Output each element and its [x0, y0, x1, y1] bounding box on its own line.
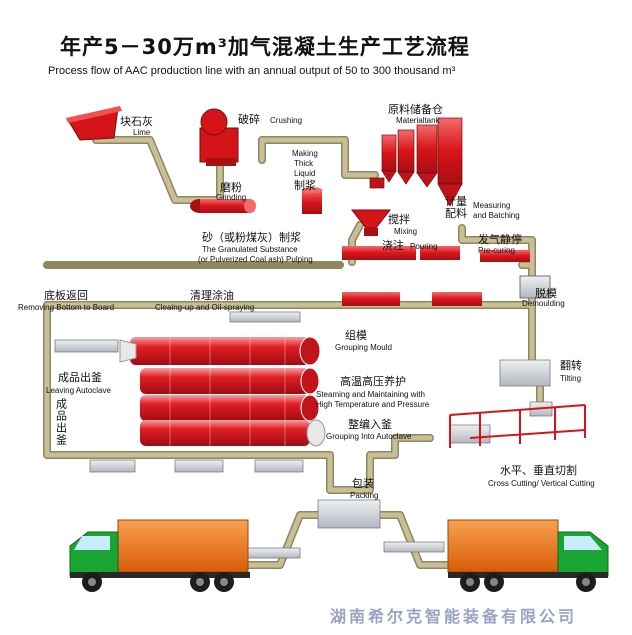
label-measuring-en1: Measuring	[473, 201, 511, 210]
page-title: 年产5－30万m³加气混凝土生产工艺流程	[60, 35, 470, 59]
label-steaming-cn: 高温高压养护	[340, 375, 406, 388]
autoclaves	[119, 336, 326, 447]
label-mixing-en: Mixing	[394, 227, 418, 236]
label-tilting-cn: 翻转	[560, 359, 582, 372]
label-precuring-cn: 发气静停	[478, 233, 522, 246]
label-cutting-en: Cross Cutting/ Vertical Cutting	[488, 479, 595, 488]
label-leaving-vertical: 成品出釜	[54, 398, 68, 446]
pouring-moulds	[342, 246, 530, 306]
label-demoulding-cn: 脱模	[535, 287, 557, 300]
label-mixing-cn: 搅拌	[388, 213, 410, 226]
label-packing-cn: 包装	[352, 477, 374, 490]
label-liquid: Liquid	[294, 169, 316, 178]
label-pouring-cn: 浇注	[382, 239, 404, 252]
lime-hopper	[66, 106, 122, 141]
label-autoclave-cn: 整编入釜	[348, 418, 392, 431]
label-demoulding-en: Demoulding	[522, 299, 565, 308]
label-leaving-cn: 成品出釜	[58, 371, 102, 384]
truck-right	[447, 519, 609, 592]
label-measuring-en2: and Batching	[473, 211, 520, 220]
label-lime-en: Lime	[133, 128, 151, 137]
label-pouring-en: Pouring	[410, 242, 438, 251]
label-steaming-en1: Steaming and Maintaining with	[316, 390, 425, 399]
label-grinding-en: Grinding	[216, 193, 247, 202]
mixer-machine	[350, 209, 392, 236]
cutting-machine	[449, 404, 586, 448]
label-cutting-cn: 水平、垂直切割	[500, 464, 577, 477]
label-board-en: Removing Bottom to Board	[18, 303, 115, 312]
label-leaving-en: Leaving Autoclave	[46, 386, 111, 395]
label-lime-cn: 块石灰	[120, 115, 153, 128]
company-name: 湖南希尔克智能装备有限公司	[330, 607, 578, 626]
label-precuring-en: Pre-curing	[478, 246, 515, 255]
label-grinding-cn: 磨粉	[220, 181, 242, 194]
material-silos	[369, 117, 463, 207]
label-sand-en2: (or Pulverized Coal ash) Pulping	[198, 255, 313, 264]
truck-left	[69, 519, 250, 592]
label-crushing-en: Crushing	[270, 116, 303, 125]
label-sand-en1: The Granulated Substance	[202, 245, 298, 254]
label-cleaning-en: Cleaing-up and Oil-spraying	[155, 303, 255, 312]
grinding-mill	[190, 199, 256, 213]
thick-liquid-tank	[302, 187, 322, 214]
label-sand-cn: 砂（或粉煤灰）制浆	[202, 231, 301, 244]
label-board-cn: 底板返回	[44, 289, 88, 302]
label-grouping-en: Grouping Mould	[335, 343, 392, 352]
label-making: Making	[292, 149, 318, 158]
label-crushing-cn: 破碎	[238, 113, 260, 126]
packing-blocks	[239, 499, 445, 559]
mould-boards	[54, 311, 304, 473]
label-measuring-cn2: 配料	[445, 207, 467, 220]
label-thick-cn: 制浆	[294, 179, 316, 192]
page-subtitle: Process flow of AAC production line with…	[48, 65, 456, 77]
label-packing-en: Packing	[350, 491, 379, 500]
label-tilting-en: Tilting	[560, 374, 582, 383]
label-cleaning-cn: 清理涂油	[190, 289, 234, 302]
label-tank-cn: 原料储备仓	[388, 103, 443, 116]
label-thick: Thick	[294, 159, 314, 168]
label-tank-en: Materialtank	[396, 116, 440, 125]
label-grouping-cn: 组模	[345, 329, 367, 342]
label-steaming-en2: High Temperature and Pressure	[316, 400, 430, 409]
label-autoclave-en: Grouping Into Autoclave	[326, 432, 412, 441]
crusher-machine	[199, 108, 239, 166]
label-measuring-cn1: 计量	[445, 195, 467, 208]
demoulding-block	[519, 275, 551, 299]
